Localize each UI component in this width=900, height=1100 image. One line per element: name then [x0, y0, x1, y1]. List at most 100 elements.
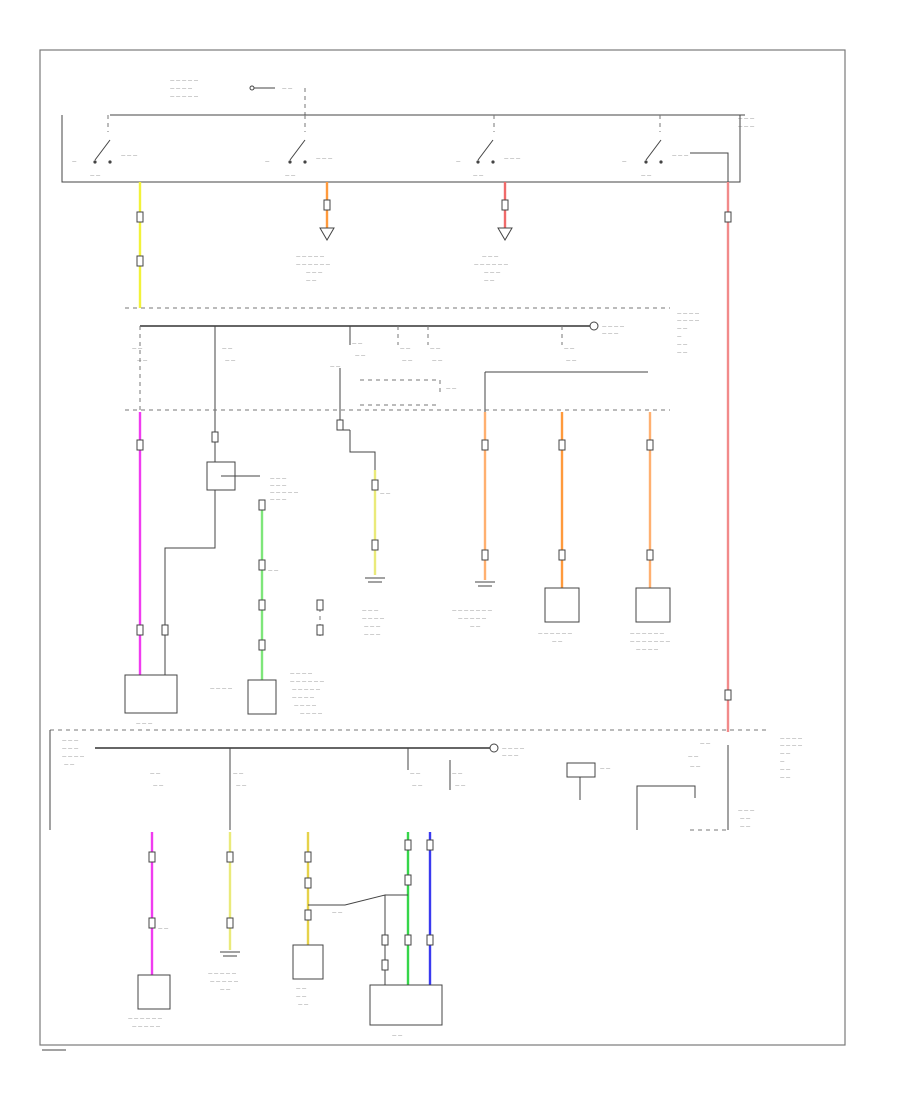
- svg-text:— —: — —: [332, 911, 343, 916]
- svg-text:— — — — — —: — — — — — —: [128, 1017, 163, 1022]
- svg-text:— — — —: — — — —: [636, 648, 659, 653]
- svg-text:— — —: — — —: [136, 722, 153, 727]
- svg-text:— —: — —: [690, 765, 701, 770]
- component-box: [292, 944, 324, 980]
- svg-text:— —: — —: [473, 174, 484, 179]
- svg-text:— — — — — —: — — — — — —: [474, 263, 509, 268]
- svg-text:— —: — —: [410, 772, 421, 777]
- svg-text:— — — —: — — — —: [502, 747, 525, 752]
- svg-text:— — —: — — —: [362, 609, 379, 614]
- ground-symbol-icon: [319, 227, 513, 241]
- svg-text:— —: — —: [220, 988, 231, 993]
- svg-text:— — —: — — —: [270, 477, 287, 482]
- svg-text:— —: — —: [677, 343, 688, 348]
- svg-text:— — —: — — —: [502, 754, 519, 759]
- svg-text:— —: — —: [132, 347, 143, 352]
- svg-text:— — — — — — —: — — — — — — —: [630, 640, 671, 645]
- svg-text:— —: — —: [700, 742, 711, 747]
- svg-text:— — — — — —: — — — — — —: [290, 680, 325, 685]
- svg-text:— —: — —: [600, 767, 611, 772]
- svg-text:— —: — —: [564, 347, 575, 352]
- svg-text:— —: — —: [641, 174, 652, 179]
- component-box: [635, 587, 671, 623]
- svg-text:— — — — —: — — — — —: [292, 688, 321, 693]
- svg-text:— — —: — — —: [602, 332, 619, 337]
- svg-text:— — —: — — —: [482, 255, 499, 260]
- svg-text:— —: — —: [780, 776, 791, 781]
- svg-text:— — —: — — —: [306, 271, 323, 276]
- svg-text:— — — — — —: — — — — — —: [630, 632, 665, 637]
- svg-text:— — —: — — —: [738, 809, 755, 814]
- svg-text:— — —: — — —: [62, 739, 79, 744]
- ground-symbol-icon: [220, 951, 240, 957]
- svg-text:— —: — —: [306, 279, 317, 284]
- svg-text:— —: — —: [282, 87, 293, 92]
- svg-text:— — — —: — — — —: [677, 312, 700, 317]
- svg-text:— —: — —: [740, 825, 751, 830]
- svg-text:— — — —: — — — —: [294, 704, 317, 709]
- switch-contact-icon: —— — — — —: [72, 139, 138, 179]
- svg-text:— —: — —: [452, 772, 463, 777]
- top-source-terminal-icon: [249, 85, 255, 91]
- svg-text:— —: — —: [158, 927, 169, 932]
- component-box: [137, 974, 171, 1010]
- svg-text:— —: — —: [455, 784, 466, 789]
- svg-text:— — —: — — —: [121, 154, 138, 159]
- svg-text:— — — — — —: — — — — — —: [538, 632, 573, 637]
- svg-text:— —: — —: [566, 359, 577, 364]
- svg-text:— — —: — — —: [484, 271, 501, 276]
- svg-text:— — —: — — —: [62, 747, 79, 752]
- component-box: [544, 587, 580, 623]
- connector-icon: [136, 199, 732, 701]
- svg-text:— — — —: — — — —: [677, 319, 700, 324]
- svg-text:— —: — —: [285, 174, 296, 179]
- fuse-icon: [589, 321, 599, 331]
- top-source-label: — — — — —: [170, 79, 199, 84]
- svg-text:— —: — —: [780, 752, 791, 757]
- svg-text:— —: — —: [153, 784, 164, 789]
- svg-text:— — — —: — — — —: [170, 87, 193, 92]
- svg-text:— — — — —: — — — — —: [132, 1025, 161, 1030]
- svg-text:— —: — —: [552, 640, 563, 645]
- svg-text:— — —: — — —: [270, 484, 287, 489]
- svg-text:— — — — — —: — — — — — —: [296, 263, 331, 268]
- svg-text:— —: — —: [392, 1034, 403, 1039]
- svg-text:— — — —: — — — —: [780, 744, 803, 749]
- switch-contact-icon: —— — — — —: [265, 139, 333, 179]
- svg-text:— — —: — — —: [364, 625, 381, 630]
- svg-text:— —: — —: [268, 569, 279, 574]
- svg-text:— —: — —: [470, 625, 481, 630]
- svg-text:— —: — —: [400, 347, 411, 352]
- svg-text:— — — — —: — — — — —: [296, 255, 325, 260]
- component-box: [247, 679, 277, 715]
- svg-text:— — — —: — — — —: [602, 325, 625, 330]
- svg-text:— —: — —: [432, 359, 443, 364]
- svg-text:— —: — —: [236, 784, 247, 789]
- svg-text:— —: — —: [222, 347, 233, 352]
- connector-icon: [136, 419, 654, 651]
- svg-text:—: —: [622, 160, 627, 165]
- svg-text:— — — —: — — — —: [300, 712, 323, 717]
- diagram-frame: [39, 49, 846, 1046]
- svg-text:— — — — —: — — — — —: [170, 95, 199, 100]
- svg-text:— —: — —: [412, 784, 423, 789]
- svg-text:— —: — —: [740, 817, 751, 822]
- svg-text:— —: — —: [380, 492, 391, 497]
- switch-contact-icon: —— — — — —: [456, 139, 521, 179]
- svg-text:— —: — —: [688, 755, 699, 760]
- connector-icon: [148, 839, 434, 971]
- svg-text:— — —: — — —: [738, 117, 755, 122]
- svg-text:— — — —: — — — —: [62, 755, 85, 760]
- svg-text:— —: — —: [352, 342, 363, 347]
- svg-text:— —: — —: [233, 772, 244, 777]
- svg-text:— — —: — — —: [738, 125, 755, 130]
- svg-text:— —: — —: [150, 772, 161, 777]
- svg-text:— — — — —: — — — — —: [270, 491, 299, 496]
- svg-text:— —: — —: [780, 768, 791, 773]
- ground-symbol-icon: [365, 577, 495, 587]
- svg-text:— — — — —: — — — — —: [210, 980, 239, 985]
- svg-text:— —: — —: [430, 347, 441, 352]
- svg-text:— —: — —: [90, 174, 101, 179]
- svg-text:— —: — —: [402, 359, 413, 364]
